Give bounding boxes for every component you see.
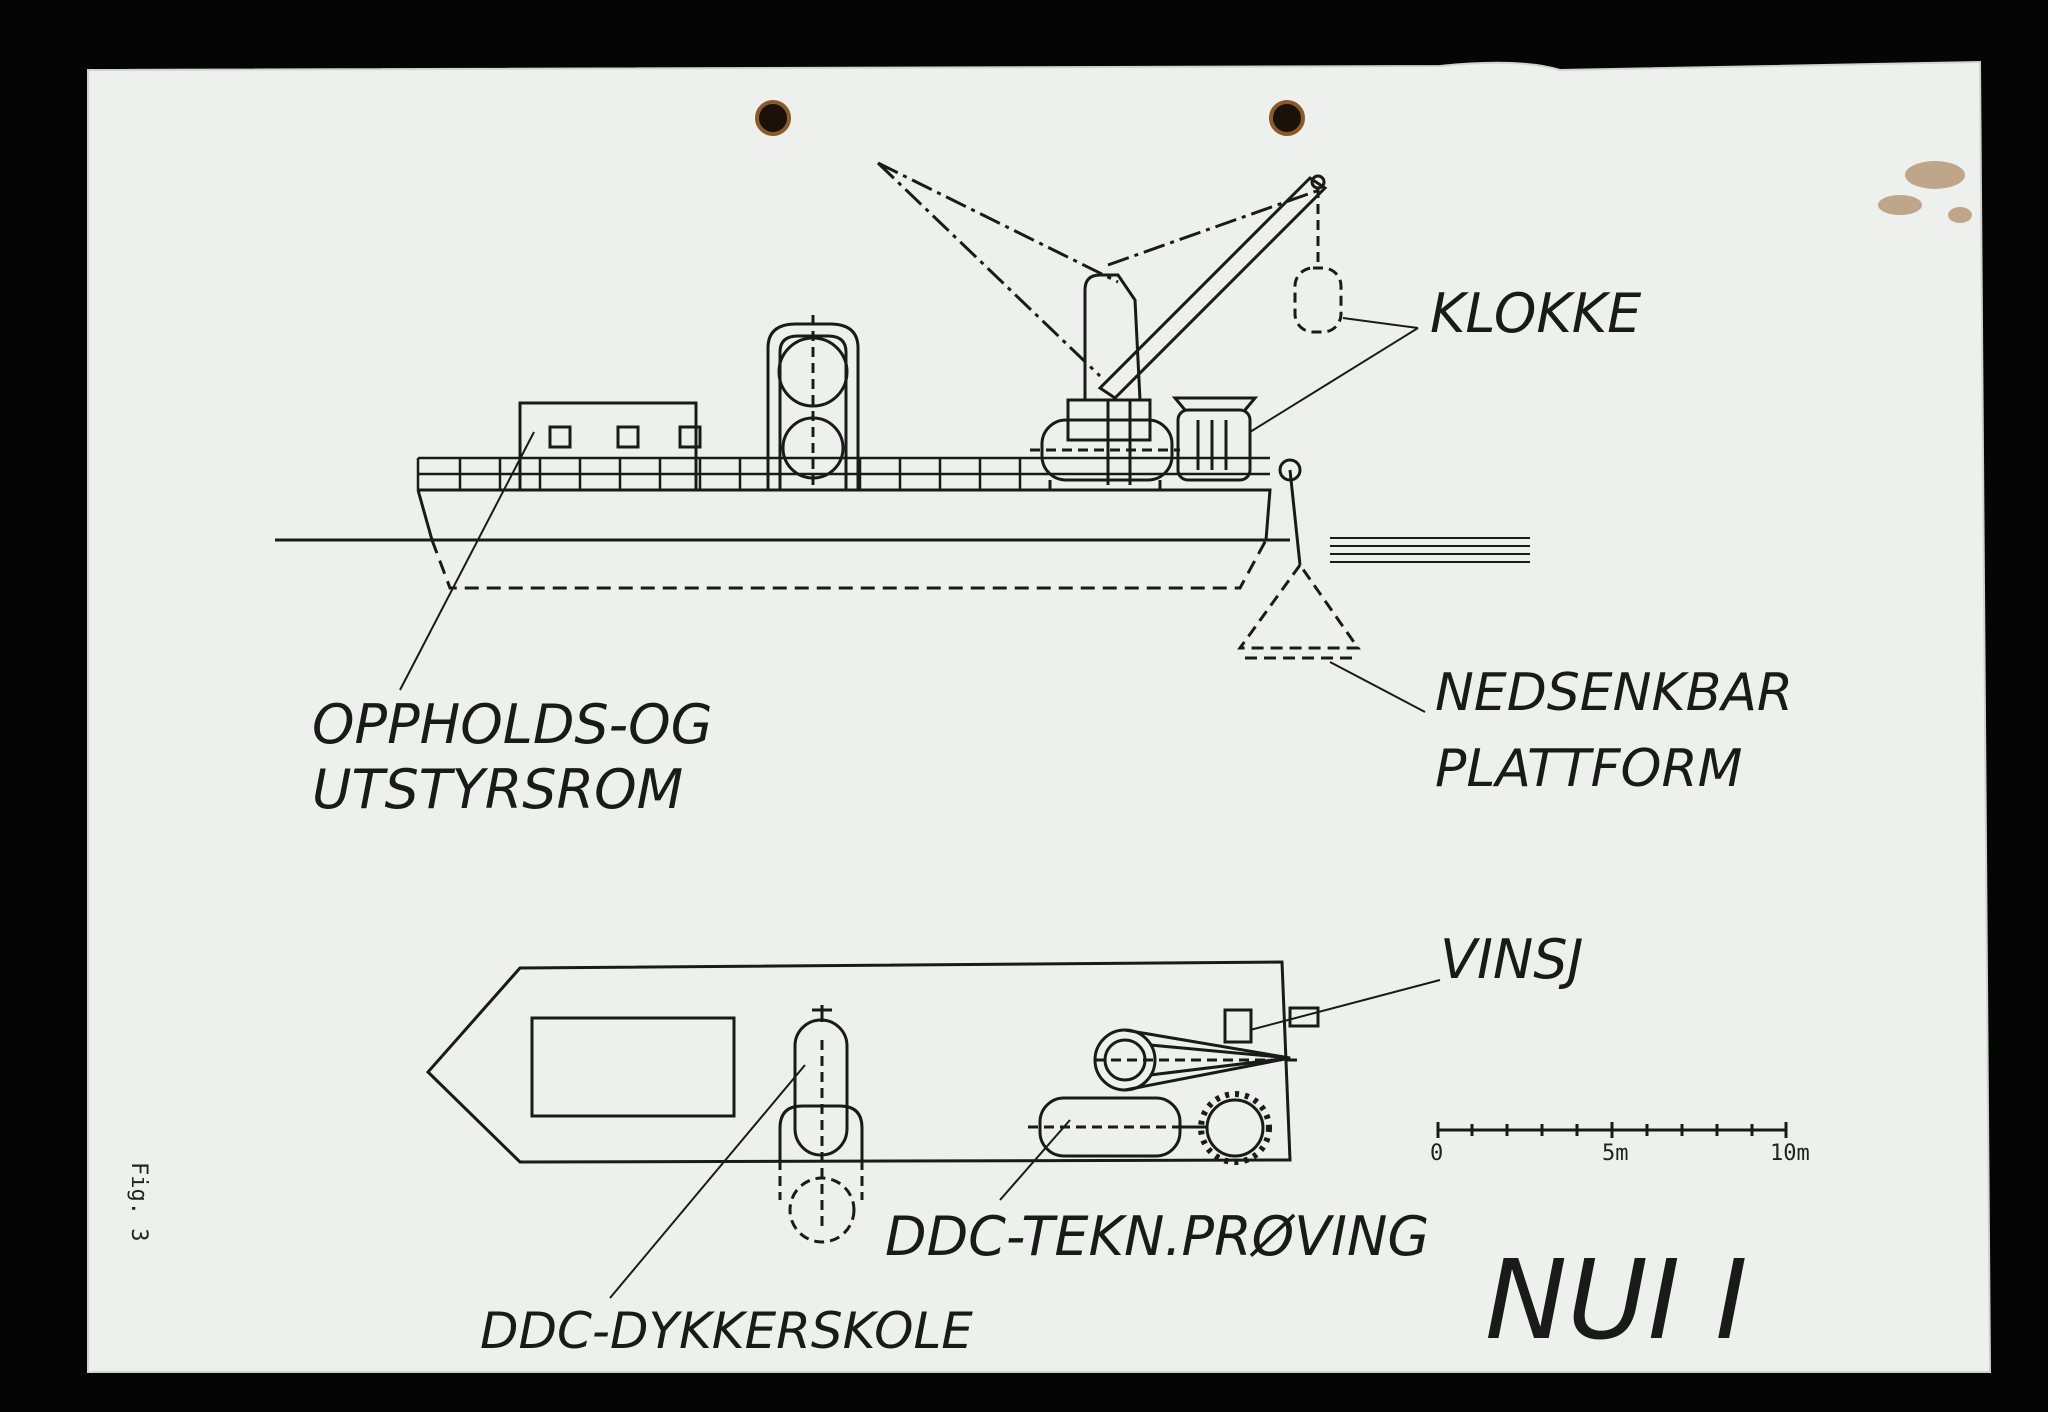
hull-underwater (430, 539, 1268, 590)
punch-hole-left (755, 100, 791, 136)
winch-plan (1093, 1006, 1320, 1092)
hull-plan (425, 960, 1292, 1164)
top-view (425, 960, 1441, 1299)
winch-side (1171, 396, 1259, 482)
leader-nedsenk (1329, 661, 1426, 713)
leader-dykker (609, 1064, 806, 1299)
label-opphold-2: UTSTYRSROM (312, 758, 683, 821)
water-hatching (1330, 537, 1530, 563)
compression-chamber-side (1030, 418, 1180, 490)
deckhouse-window (678, 425, 702, 449)
label-klokke: KLOKKE (1430, 282, 1642, 345)
platform-hoist-line (1288, 469, 1302, 566)
label-tekn: DDC-TEKN.PRØVING (885, 1205, 1429, 1268)
scale-tick-label: 5m (1602, 1141, 1629, 1166)
punch-hole-right (1269, 100, 1305, 136)
submersible-platform (1237, 562, 1361, 660)
crane-boom-alt (876, 161, 1326, 378)
diving-chamber-plan (778, 1005, 864, 1244)
leader-vinsj (1249, 979, 1441, 1031)
figure-number: Fig. 3 (126, 1162, 151, 1241)
paper-stain (1878, 161, 1972, 223)
scale-bar (1436, 1122, 1788, 1138)
crane-pedestal (1066, 273, 1152, 485)
title-nui: NUI I (1485, 1236, 1748, 1364)
deckhouse-plan (530, 1016, 736, 1118)
scale-tick-label: 0 (1430, 1141, 1443, 1166)
bell (1293, 266, 1343, 334)
leader-klokke-winch (1249, 327, 1419, 433)
label-vinsj: VINSJ (1440, 928, 1583, 991)
leader-opphold (399, 431, 535, 691)
scale-tick-label: 10m (1770, 1141, 1810, 1166)
side-view (275, 161, 1530, 713)
leader-klokke-bell (1342, 317, 1419, 329)
deck-railing (416, 456, 1270, 490)
diving-chamber-side (766, 315, 860, 490)
label-dykker: DDC-DYKKERSKOLE (480, 1302, 973, 1360)
label-opphold-1: OPPHOLDS-OG (312, 693, 713, 756)
compression-chamber-plan (1028, 1091, 1272, 1165)
leader-tekn (999, 1119, 1071, 1201)
deckhouse-window (548, 425, 572, 449)
label-nedsenk-1: NEDSENKBAR (1435, 663, 1793, 723)
label-nedsenk-2: PLATTFORM (1435, 739, 1742, 799)
deckhouse-window (616, 425, 640, 449)
paper-sheet (87, 60, 1992, 1373)
hull (416, 488, 1272, 541)
